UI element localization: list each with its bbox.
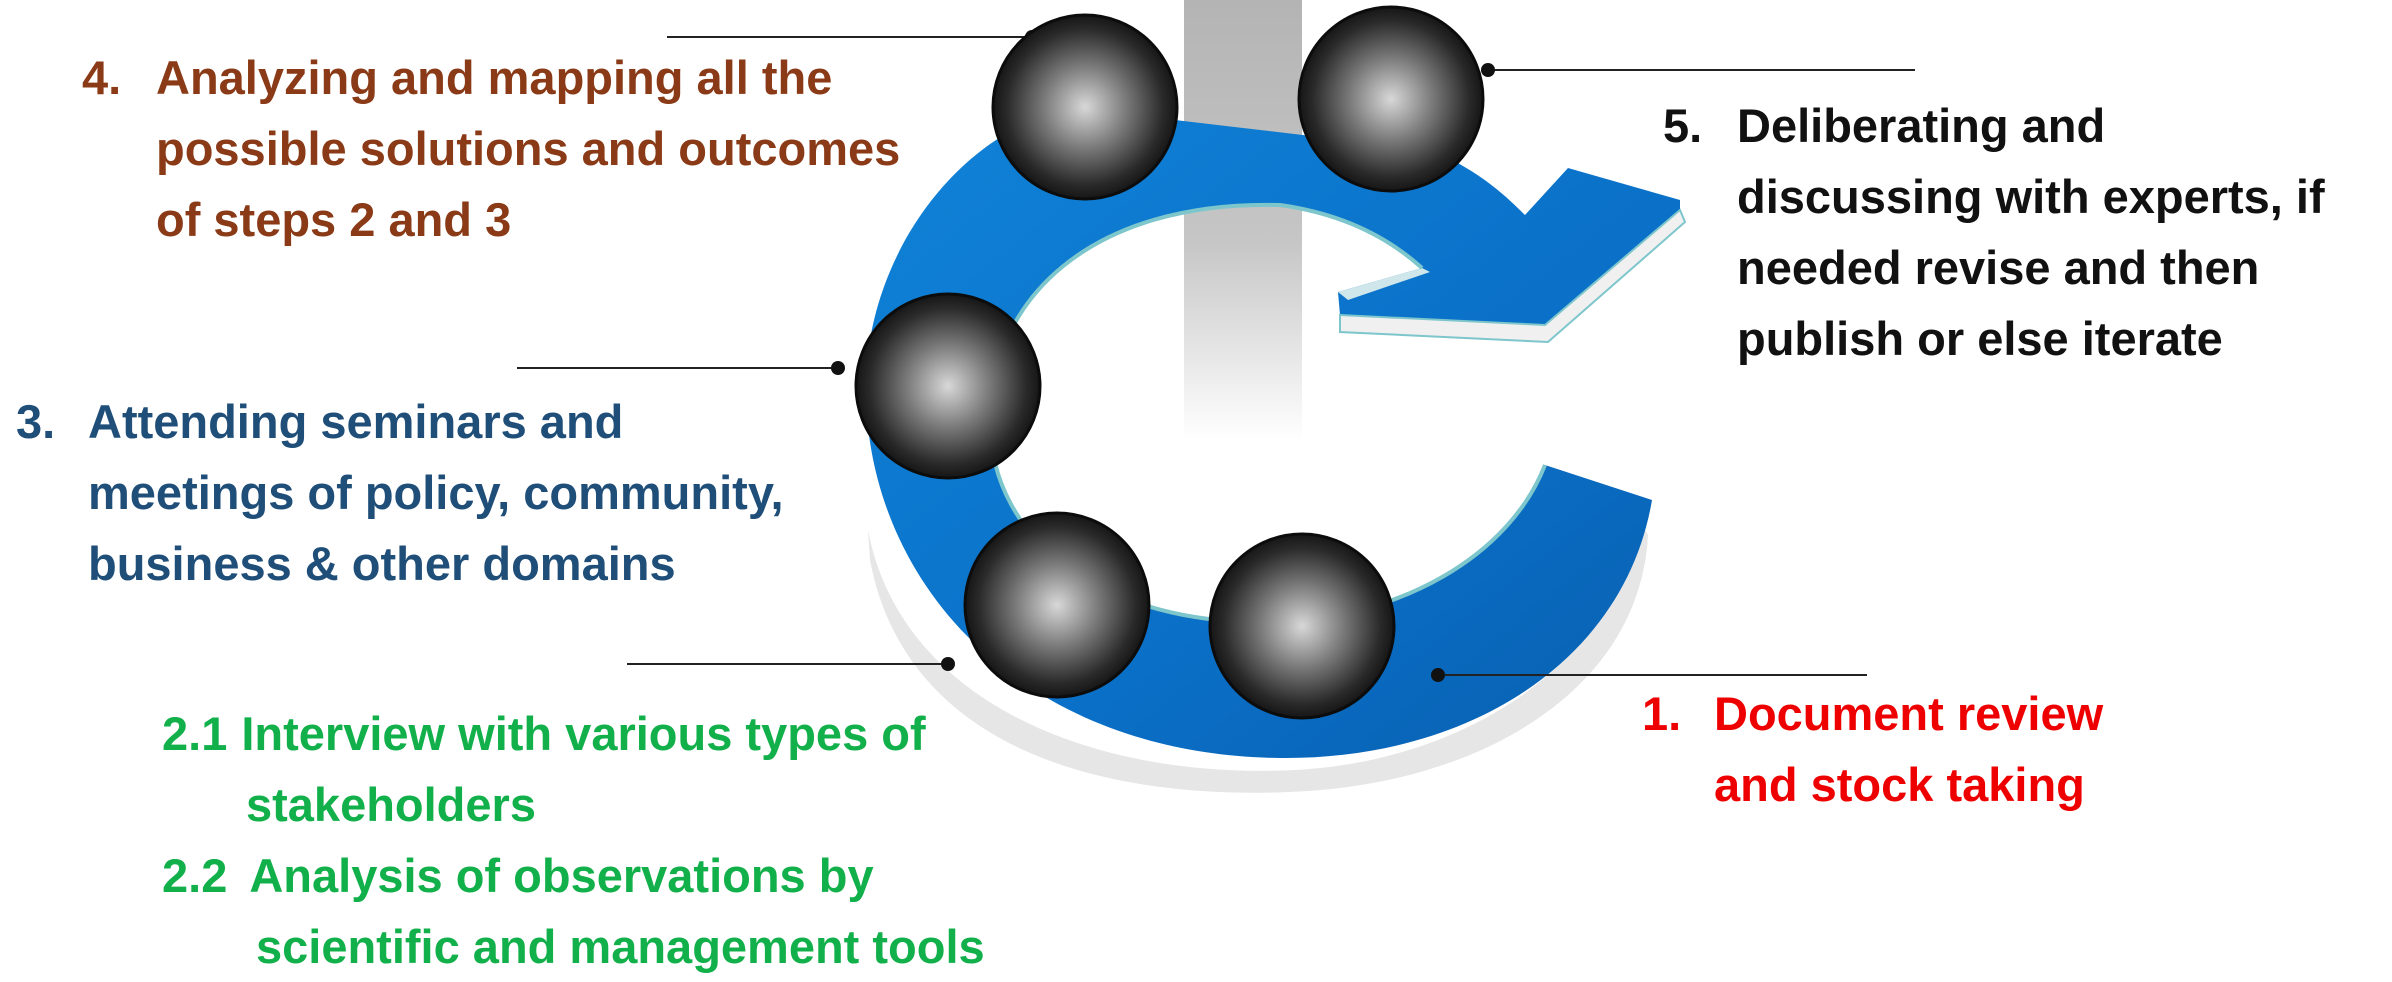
step-1-text-1: Document review: [1714, 687, 2104, 740]
step-3-number: 3.: [16, 395, 56, 448]
sphere-step-3: [854, 292, 1042, 480]
sphere-step-1: [1208, 532, 1396, 720]
step-3-line-1: 3. Attending seminars and: [16, 386, 784, 457]
step-3-text-1: Attending seminars and: [88, 395, 624, 448]
step-3-label: 3. Attending seminars and meetings of pol…: [16, 386, 784, 599]
step-2-1-number: 2.1: [162, 707, 228, 760]
sphere-step-5: [1297, 5, 1485, 193]
step-5-number: 5.: [1663, 99, 1703, 152]
sphere-step-4: [991, 13, 1179, 201]
step-1-line-2: and stock taking: [1714, 758, 2085, 811]
leader-dot-step-2: [941, 657, 955, 671]
leader-dot-step-3: [831, 361, 845, 375]
step-4-line-3: of steps 2 and 3: [156, 193, 512, 246]
leader-dot-step-1: [1431, 668, 1445, 682]
step-5-line-4: publish or else iterate: [1737, 312, 2223, 365]
center-pillar: [1184, 0, 1302, 440]
arrow-head-edge: [1338, 268, 1430, 300]
step-3-line-3: business & other domains: [88, 537, 676, 590]
step-2-1-line-2: stakeholders: [246, 778, 536, 831]
step-5-line-2: discussing with experts, if: [1737, 170, 2325, 223]
step-2-2-line-2: scientific and management tools: [256, 920, 985, 973]
leader-lines: [517, 36, 1915, 676]
step-4-label: 4. Analyzing and mapping all the possible…: [82, 42, 900, 255]
step-2-2-text-1: Analysis of observations by: [249, 849, 874, 902]
step-4-line-1: 4. Analyzing and mapping all the: [82, 42, 900, 113]
step-4-line-2: possible solutions and outcomes: [156, 122, 901, 175]
step-4-number: 4.: [82, 51, 122, 104]
step-1-line-1: 1. Document review: [1642, 678, 2103, 749]
step-2-2-number: 2.2: [162, 849, 228, 902]
arrow-tail-edge: [1339, 208, 1687, 344]
step-5-line-3: needed revise and then: [1737, 241, 2260, 294]
step-1-number: 1.: [1642, 687, 1682, 740]
leader-dot-step-5: [1481, 63, 1495, 77]
sphere-step-2: [963, 511, 1151, 699]
step-5-label: 5. Deliberating and discussing with exper…: [1663, 90, 2325, 374]
step-3-line-2: meetings of policy, community,: [88, 466, 784, 519]
step-2-1-text-1: Interview with various types of: [241, 707, 926, 760]
step-1-label: 1. Document review and stock taking: [1642, 678, 2103, 820]
step-2-2-line-1: 2.2 Analysis of observations by: [162, 840, 985, 911]
step-5-line-1: 5. Deliberating and: [1663, 90, 2325, 161]
step-4-text-1: Analyzing and mapping all the: [156, 51, 833, 104]
step-5-text-1: Deliberating and: [1737, 99, 2106, 152]
